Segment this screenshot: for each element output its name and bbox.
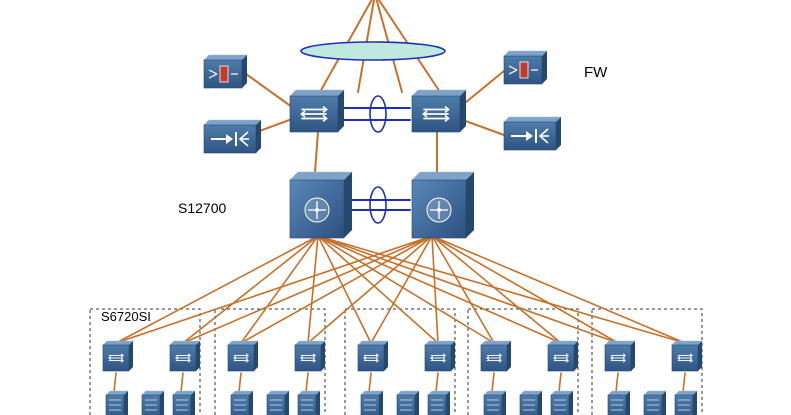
- switch-arrows-icon: [233, 353, 249, 363]
- server-drop-2-2: [435, 372, 439, 393]
- core-access-link-0-4: [317, 235, 372, 344]
- server-icon: [396, 390, 420, 415]
- access-switch-icon: [424, 340, 456, 372]
- firewall-icon: [203, 54, 248, 89]
- firewall-link-left: [245, 73, 293, 108]
- switch-arrows-icon: [108, 353, 124, 363]
- server-drop-1-2: [305, 372, 309, 393]
- switch-arrows-icon: [677, 353, 693, 363]
- switch-arrows-icon: [363, 353, 379, 363]
- core-switch-2: [411, 171, 475, 239]
- server-icon: [105, 390, 129, 415]
- firewall-icon: [503, 50, 548, 85]
- access-switch-icon: [604, 340, 636, 372]
- server-icon: [483, 390, 507, 415]
- server-icon: [643, 390, 667, 415]
- access-group-box-5: [591, 308, 703, 415]
- core-access-link-0-3: [307, 235, 319, 344]
- access-switch-icon: [671, 340, 703, 372]
- core-access-link-1-4: [370, 235, 433, 344]
- server-icon: [266, 390, 290, 415]
- switch-arrows-icon: [486, 353, 502, 363]
- server-drop-1-0: [238, 372, 242, 393]
- access-switch-icon: [357, 340, 389, 372]
- switch-arrows-icon: [430, 353, 446, 363]
- loadbalancer-link-right: [459, 118, 505, 136]
- server-icon: [141, 390, 165, 415]
- core-access-link-1-0: [115, 235, 433, 344]
- core-switch-1: [289, 171, 353, 239]
- core-access-link-1-3: [307, 235, 433, 344]
- access-switch-icon: [102, 340, 134, 372]
- core-access-link-0-5: [317, 235, 439, 344]
- core-access-link-0-9: [317, 235, 686, 344]
- access-switch-icon: [547, 340, 579, 372]
- firewall-link-right: [459, 70, 505, 108]
- server-drop-4-0: [615, 372, 619, 393]
- agg-core-link-left: [314, 131, 319, 173]
- core-access-link-0-6: [317, 235, 495, 344]
- core-switch-label: S12700: [178, 200, 227, 216]
- bundle-ellipse-top: [300, 41, 446, 61]
- server-drop-2-0: [368, 372, 372, 393]
- server-icon: [674, 390, 698, 415]
- server-icon: [427, 390, 451, 415]
- access-switch-icon: [169, 340, 201, 372]
- access-group-box-1: [89, 308, 201, 415]
- switch-arrows-icon: [422, 105, 450, 123]
- server-drop-0-2: [180, 372, 184, 393]
- firewall-label: FW: [584, 64, 608, 81]
- server-icon: [607, 390, 631, 415]
- switch-arrows-icon: [300, 105, 328, 123]
- access-switch-icon: [227, 340, 259, 372]
- server-icon: [519, 390, 543, 415]
- server-drop-3-0: [491, 372, 495, 393]
- server-icon: [230, 390, 254, 415]
- server-icon: [360, 390, 384, 415]
- server-icon: [172, 390, 196, 415]
- server-icon: [297, 390, 321, 415]
- switch-arrows-icon: [300, 353, 316, 363]
- access-switch-icon: [480, 340, 512, 372]
- aggregation-switch-2: [411, 89, 467, 133]
- bundle-ellipse-agg: [369, 95, 387, 133]
- load-balancer-icon: [203, 119, 262, 154]
- switch-arrows-icon: [610, 353, 626, 363]
- server-drop-4-2: [682, 372, 686, 393]
- core-access-link-0-2: [240, 235, 319, 344]
- switch-arrows-icon: [553, 353, 569, 363]
- core-access-link-1-5: [431, 235, 439, 344]
- server-icon: [550, 390, 574, 415]
- access-group-box-2: [214, 308, 326, 415]
- devices: [102, 50, 703, 415]
- server-drop-3-2: [558, 372, 562, 393]
- uplink-lines: [113, 0, 686, 393]
- bundle-ellipse-core: [369, 186, 387, 224]
- core-access-link-0-8: [317, 235, 619, 344]
- core-access-link-1-7: [431, 235, 562, 344]
- stack-links: [300, 41, 446, 224]
- access-switch-icon: [294, 340, 326, 372]
- server-drop-0-0: [113, 372, 117, 393]
- core-access-link-1-6: [431, 235, 495, 344]
- core-access-link-1-8: [431, 235, 619, 344]
- switch-arrows-icon: [175, 353, 191, 363]
- aggregation-switch-1: [289, 89, 345, 133]
- core-access-link-1-2: [240, 235, 433, 344]
- core-access-link-0-0: [115, 235, 319, 344]
- access-switch-label: S6720SI: [101, 309, 151, 324]
- core-access-link-0-1: [182, 235, 319, 344]
- core-access-link-1-1: [182, 235, 433, 344]
- core-access-link-1-9: [431, 235, 686, 344]
- load-balancer-icon: [503, 116, 562, 151]
- core-access-link-0-7: [317, 235, 562, 344]
